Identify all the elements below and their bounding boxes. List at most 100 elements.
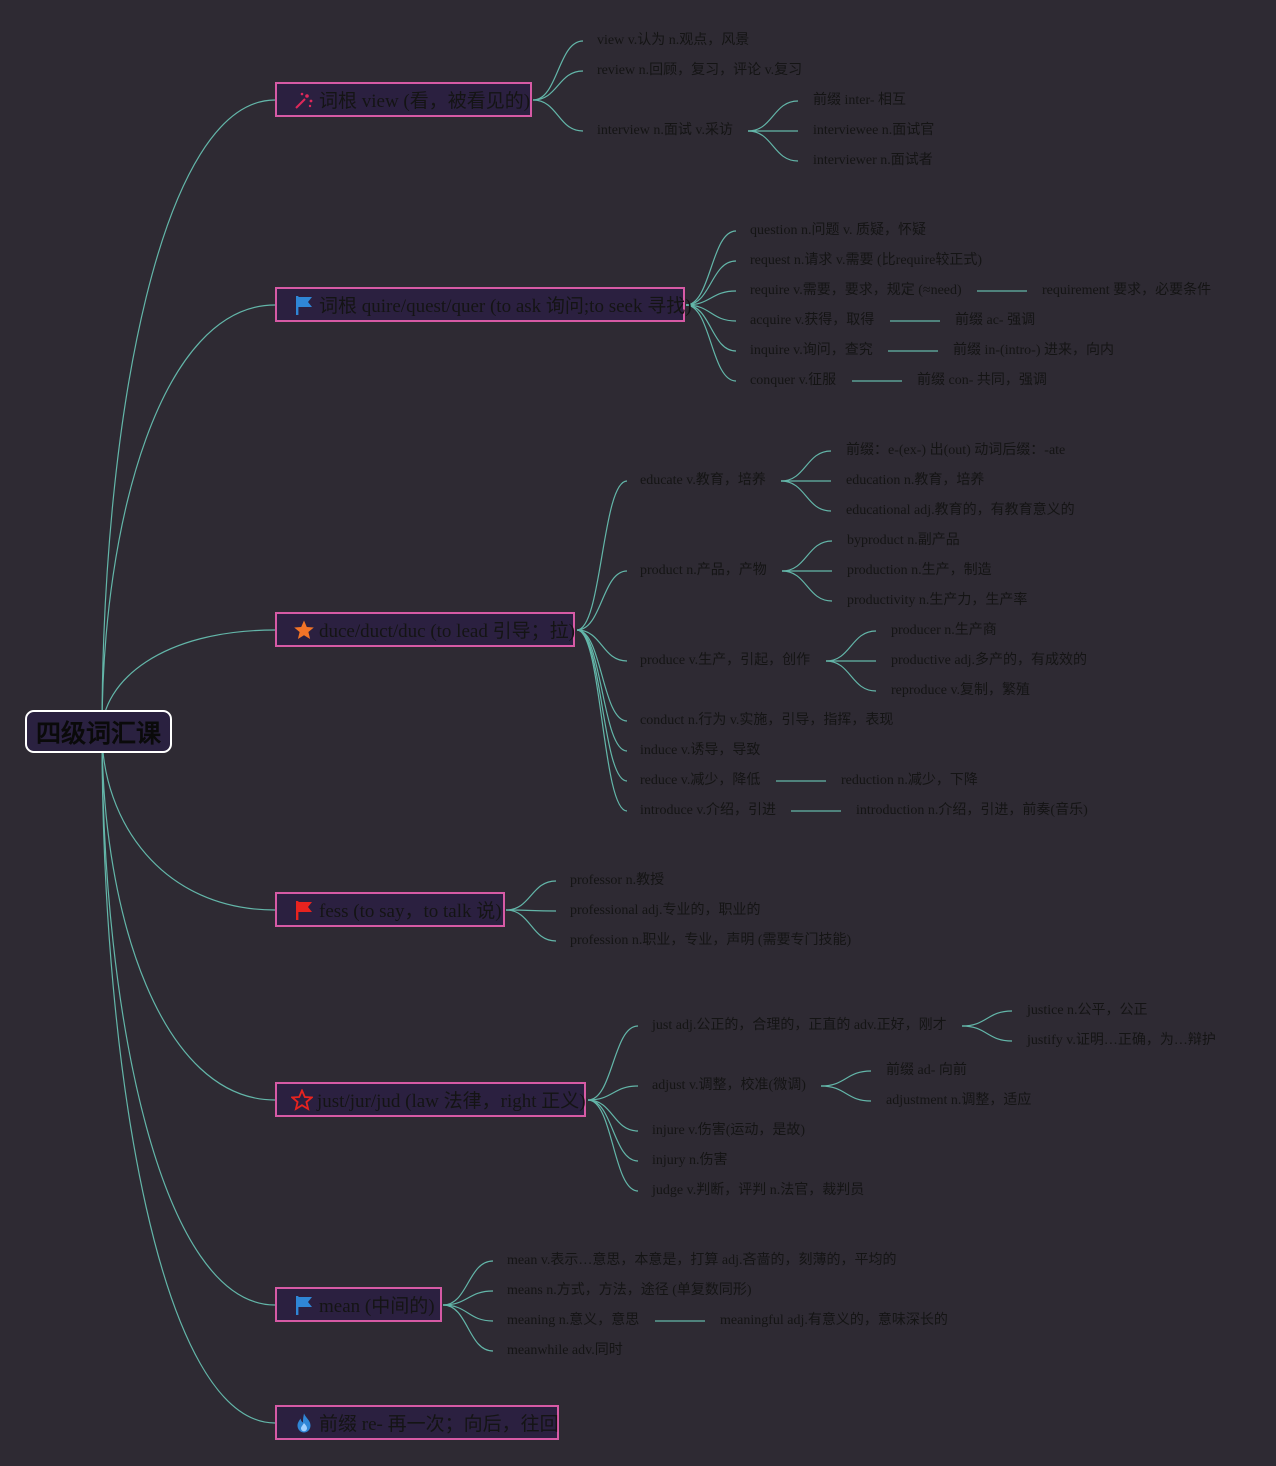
leaf-word[interactable]: introduction n.介绍，引进，前奏(音乐) — [856, 803, 1088, 818]
leaf-word[interactable]: 前缀：e-(ex-) 出(out) 动词后缀：-ate — [846, 443, 1066, 458]
leaf-word[interactable]: professor n.教授 — [570, 873, 665, 888]
leaf-word[interactable]: view v.认为 n.观点，风景 — [597, 33, 750, 48]
connector-line — [576, 629, 628, 752]
leaf-word[interactable]: meaningful adj.有意义的，意味深长的 — [720, 1313, 948, 1328]
connector-line — [781, 540, 833, 572]
connector-line — [505, 909, 557, 942]
leaf-word[interactable]: interviewer n.面试者 — [813, 153, 933, 168]
leaf-word[interactable]: meaning n.意义，意思 — [507, 1313, 640, 1328]
topic-duce[interactable]: duce/duct/duc (to lead 引导；拉) — [275, 612, 575, 647]
connector-line — [101, 731, 276, 911]
leaf-word[interactable]: interview n.面试 v.采访 — [597, 123, 733, 138]
leaf-word[interactable]: productivity n.生产力，生产率 — [847, 593, 1028, 608]
leaf-word[interactable]: educate v.教育，培养 — [640, 473, 766, 488]
leaf-word[interactable]: justify v.证明…正确，为…辩护 — [1027, 1033, 1216, 1048]
leaf-word[interactable]: 前缀 con- 共同，强调 — [917, 373, 1047, 388]
orange-star-icon — [293, 619, 315, 641]
connector-line — [442, 1304, 494, 1352]
connector-line — [532, 99, 584, 132]
leaf-word[interactable]: justice n.公平，公正 — [1027, 1003, 1148, 1018]
leaf-word[interactable]: reduce v.减少，降低 — [640, 773, 761, 788]
leaf-word[interactable]: 前缀 ad- 向前 — [886, 1063, 967, 1078]
leaf-word[interactable]: education n.教育，培养 — [846, 473, 985, 488]
connector-line — [576, 629, 628, 782]
blue-flame-icon — [293, 1412, 315, 1434]
connector-line — [825, 630, 877, 662]
topic-view[interactable]: 词根 view (看，被看见的) — [275, 82, 532, 117]
leaf-word[interactable]: byproduct n.副产品 — [847, 533, 960, 548]
connector-line — [587, 1099, 639, 1162]
leaf-word[interactable]: adjustment n.调整，适应 — [886, 1093, 1032, 1108]
topic-fess[interactable]: fess (to say，to talk 说) — [275, 892, 505, 927]
connector-line — [576, 570, 628, 631]
leaf-word[interactable]: professional adj.专业的，职业的 — [570, 903, 761, 918]
leaf-word[interactable]: conquer v.征服 — [750, 373, 837, 388]
leaf-word[interactable]: requirement 要求，必要条件 — [1042, 283, 1212, 298]
leaf-word[interactable]: acquire v.获得，取得 — [750, 313, 875, 328]
connector-line — [685, 260, 737, 306]
leaf-word[interactable]: produce v.生产，引起，创作 — [640, 653, 811, 668]
topic-quire[interactable]: 词根 quire/quest/quer (to ask 询问;to seek 寻… — [275, 287, 692, 322]
connector-line — [576, 480, 628, 631]
connector-line — [505, 880, 557, 911]
connector-line — [685, 304, 737, 382]
connector-line — [685, 230, 737, 306]
connector-line — [576, 629, 628, 812]
blue-flag-icon — [293, 294, 315, 316]
connector-line — [825, 660, 877, 692]
connector-line — [961, 1025, 1013, 1042]
leaf-word[interactable]: injury n.伤害 — [652, 1153, 728, 1168]
topic-label: duce/duct/duc (to lead 引导；拉) — [319, 621, 575, 642]
connector-line — [781, 570, 833, 602]
connector-line — [820, 1085, 872, 1102]
leaf-word[interactable]: reproduce v.复制，繁殖 — [891, 683, 1031, 698]
connector-line — [587, 1099, 639, 1132]
leaf-word[interactable]: meanwhile adv.同时 — [507, 1343, 623, 1358]
leaf-word[interactable]: question n.问题 v. 质疑，怀疑 — [750, 223, 927, 238]
root-topic[interactable]: 四级词汇课 — [25, 710, 172, 753]
leaf-word[interactable]: just adj.公正的，合理的，正直的 adv.正好，刚才 — [652, 1018, 947, 1033]
leaf-word[interactable]: means n.方式，方法，途径 (单复数同形) — [507, 1283, 752, 1298]
leaf-word[interactable]: productive adj.多产的，有成效的 — [891, 653, 1087, 668]
leaf-word[interactable]: inquire v.询问，查究 — [750, 343, 873, 358]
topic-mean[interactable]: mean (中间的) — [275, 1287, 442, 1322]
leaf-word[interactable]: induce v.诱导，导致 — [640, 743, 761, 758]
leaf-word[interactable]: mean v.表示…意思，本意是，打算 adj.吝啬的，刻薄的，平均的 — [507, 1253, 897, 1268]
connector-line — [532, 70, 584, 101]
connector-line — [442, 1304, 494, 1322]
connector-line — [576, 629, 628, 662]
leaf-word[interactable]: profession n.职业，专业，声明 (需要专门技能) — [570, 933, 852, 948]
leaf-word[interactable]: reduction n.减少，下降 — [841, 773, 978, 788]
leaf-word[interactable]: educational adj.教育的，有教育意义的 — [846, 503, 1075, 518]
leaf-word[interactable]: producer n.生产商 — [891, 623, 997, 638]
red-star-outline-icon — [291, 1088, 313, 1111]
leaf-word[interactable]: request n.请求 v.需要 (比require较正式) — [750, 253, 982, 268]
leaf-word[interactable]: interviewee n.面试官 — [813, 123, 935, 138]
leaf-word[interactable]: introduce v.介绍，引进 — [640, 803, 776, 818]
leaf-word[interactable]: product n.产品，产物 — [640, 563, 767, 578]
connector-line — [780, 480, 832, 512]
red-flag-icon — [293, 899, 315, 921]
connector-line — [747, 130, 799, 162]
connector-line — [442, 1290, 494, 1306]
topic-label: fess (to say，to talk 说) — [319, 901, 502, 922]
topic-just[interactable]: just/jur/jud (law 法律，right 正义) — [275, 1082, 586, 1117]
connector-line — [532, 40, 584, 101]
leaf-word[interactable]: conduct n.行为 v.实施，引导，指挥，表现 — [640, 713, 894, 728]
leaf-word[interactable]: adjust v.调整，校准(微调) — [652, 1078, 806, 1093]
connector-line — [587, 1099, 639, 1192]
leaf-word[interactable]: 前缀 ac- 强调 — [955, 313, 1036, 328]
leaf-word[interactable]: review n.回顾，复习，评论 v.复习 — [597, 63, 803, 78]
leaf-word[interactable]: require v.需要，要求，规定 (≈need) — [750, 283, 962, 298]
leaf-word[interactable]: injure v.伤害(运动，是故) — [652, 1123, 806, 1138]
leaf-word[interactable]: 前缀 in-(intro-) 进来，向内 — [953, 343, 1114, 358]
leaf-word[interactable]: judge v.判断，评判 n.法官，裁判员 — [652, 1183, 865, 1198]
connector-line — [587, 1025, 639, 1101]
connector-line — [747, 100, 799, 132]
connector-line — [587, 1085, 639, 1101]
topic-prefix-re[interactable]: 前缀 re- 再一次；向后，往回 — [275, 1405, 559, 1440]
leaf-word[interactable]: 前缀 inter- 相互 — [813, 93, 907, 108]
topic-label: 前缀 re- 再一次；向后，往回 — [319, 1414, 559, 1435]
leaf-word[interactable]: production n.生产，制造 — [847, 563, 992, 578]
connector-line — [820, 1070, 872, 1087]
